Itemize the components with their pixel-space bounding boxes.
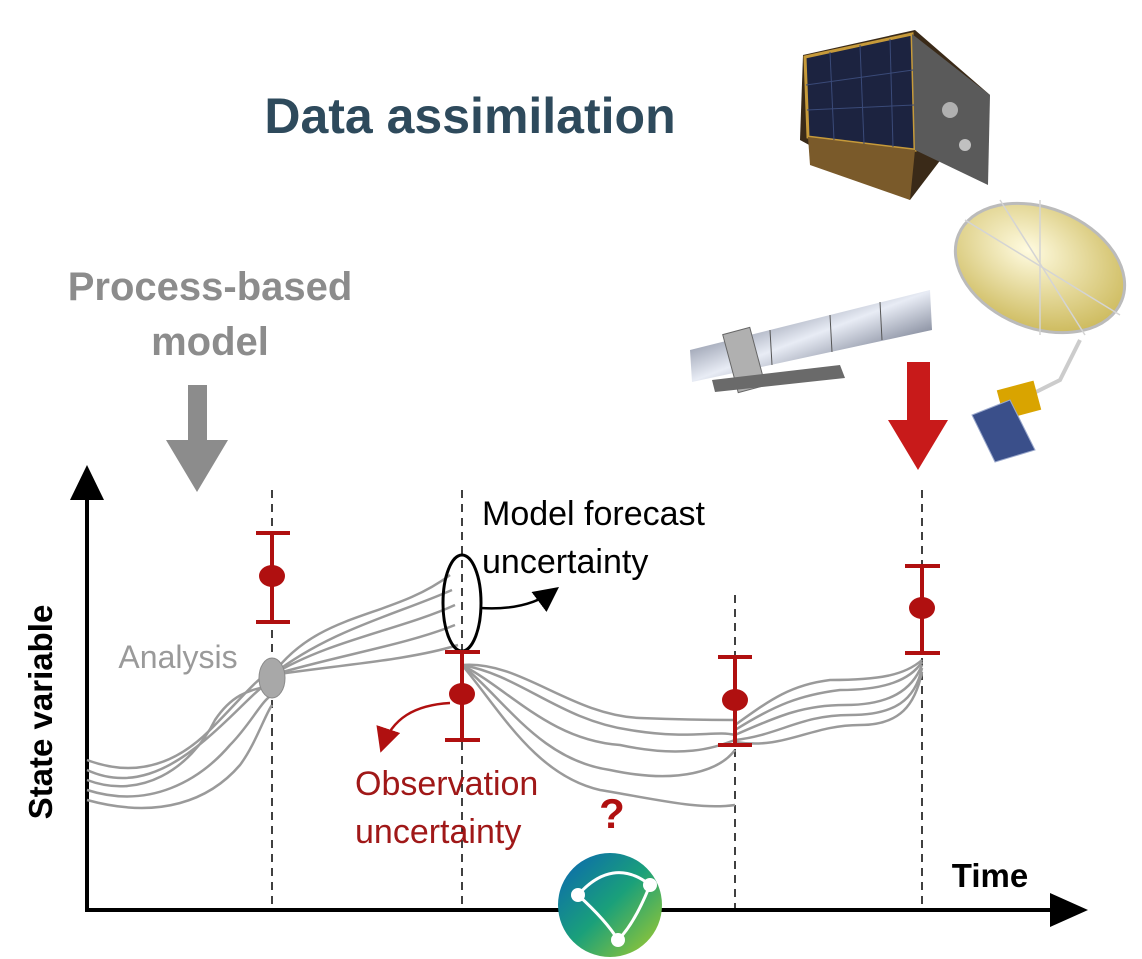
- forecast-label-line2: uncertainty: [482, 543, 648, 581]
- observation-4: [905, 564, 940, 655]
- x-axis-arrowhead: [1050, 893, 1088, 927]
- globe-network-icon: [558, 853, 662, 957]
- title: Data assimilation: [264, 88, 675, 144]
- question-mark: ?: [599, 790, 625, 837]
- satellite-cube-icon: [800, 30, 990, 200]
- forecast-label-line1: Model forecast: [482, 495, 706, 533]
- analysis-ellipse: [258, 657, 286, 699]
- observation-label-line2: uncertainty: [355, 813, 521, 851]
- y-axis-arrowhead: [70, 465, 104, 500]
- observation-1: [256, 531, 290, 624]
- y-axis-label: State variable: [22, 605, 59, 820]
- observation-3: [718, 655, 752, 747]
- observation-label-line1: Observation: [355, 765, 538, 803]
- x-axis-label: Time: [952, 857, 1028, 894]
- forecast-pointer-arrow: [479, 587, 560, 612]
- observation-pointer-arrow: [376, 701, 451, 753]
- satellite-panel-icon: [690, 290, 932, 394]
- model-arrow: [166, 385, 228, 492]
- satellite-antenna-icon: [953, 199, 1127, 463]
- ensemble-trajectories: [86, 573, 924, 810]
- model-label-line1: Process-based: [68, 265, 353, 309]
- observation-2: [445, 650, 480, 742]
- model-label-line2: model: [151, 320, 269, 364]
- analysis-label: Analysis: [118, 639, 237, 675]
- observation-arrow: [888, 362, 948, 470]
